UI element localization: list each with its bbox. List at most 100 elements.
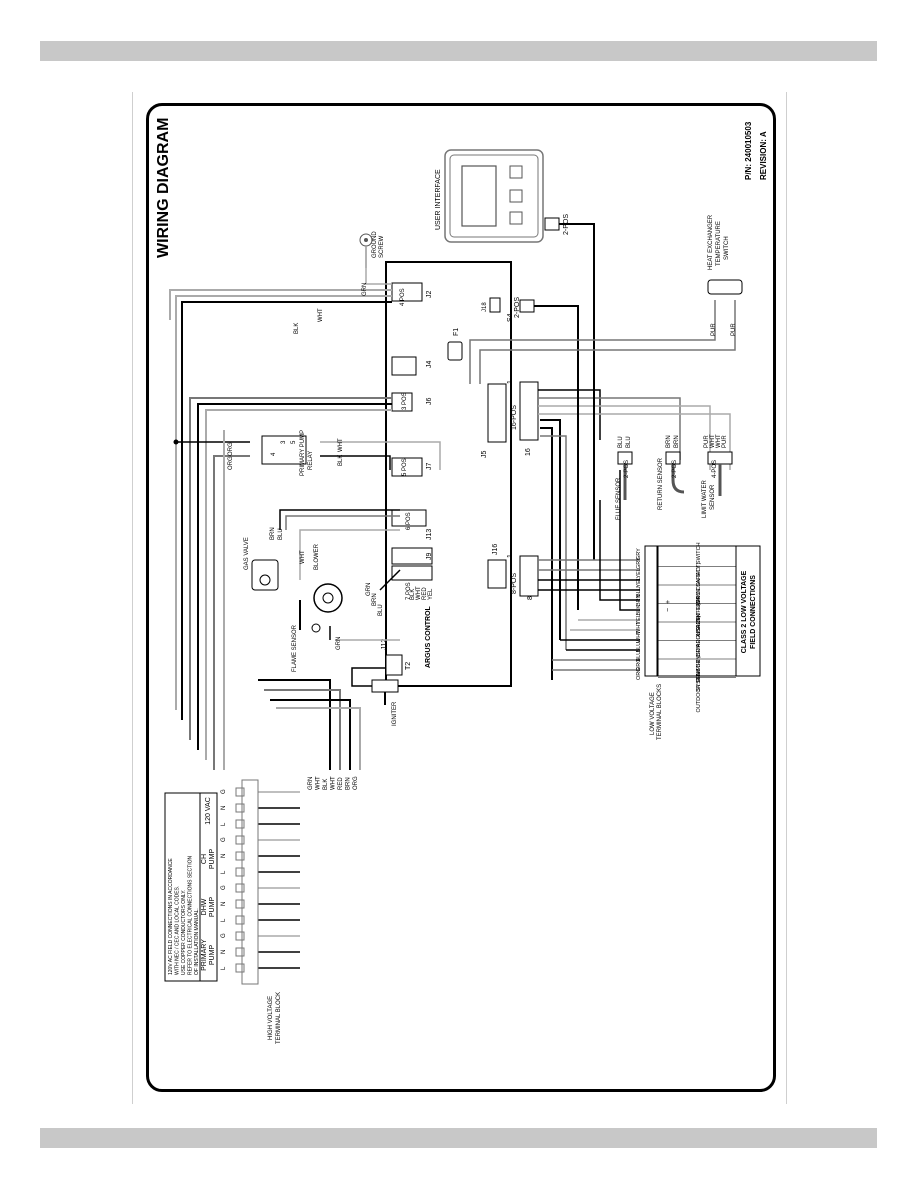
limit-sensor-label: LIMIT WATER: [702, 479, 708, 518]
hv-notice-line: USE COPPER CONDUCTORS ONLY.: [181, 890, 187, 975]
field-row-label: USER INTERFACE: [696, 588, 702, 636]
argus-sign: +: [665, 600, 672, 604]
wire-label: WHT: [716, 434, 722, 448]
wire-label: ORG: [228, 442, 234, 456]
hv-wire-label: RED: [338, 777, 344, 790]
hx-switch-label: TEMPERATURE: [716, 221, 722, 266]
connector-label: J13: [426, 529, 433, 540]
connector-label: 2-POS: [672, 460, 678, 478]
hv-wire-label: GRN: [308, 777, 314, 790]
connector-label: J16: [492, 544, 499, 555]
gas-valve: GAS VALVE: [244, 537, 279, 591]
wire-label: BLU: [626, 436, 632, 448]
ground-screw-label: SCREW: [379, 235, 385, 258]
field-wire-label: BLU: [636, 586, 642, 597]
connector-label: 7 POS: [406, 582, 412, 600]
lv-block-label: TERMINAL BLOCKS: [657, 684, 663, 740]
hv-terminal-label: G: [221, 933, 227, 938]
hv-terminal-screw: [235, 787, 245, 797]
relay-pin-label: 4: [271, 452, 277, 456]
user-interface: USER INTERFACE 2-POS: [435, 149, 570, 243]
wire-label: WHT: [318, 308, 324, 322]
argus-control-label: ARGUS CONTROL: [425, 605, 432, 668]
hv-wire-label: WHT: [331, 776, 337, 790]
wire-label: BLK: [410, 589, 416, 600]
wire-label: PUR: [711, 323, 717, 336]
connector-label: 4 POS: [400, 288, 406, 306]
gas-valve-label: GAS VALVE: [244, 537, 250, 570]
wire-labels: GRN WHT BLK ORG ORG WHT BLK BRN BLU WHT …: [228, 283, 737, 650]
hv-notice-line: REFER TO ELECTRICAL CONNECTIONS SECTION: [188, 856, 194, 975]
connector-8pos: 8-POS 1 8: [507, 554, 539, 600]
flame-sensor-label: FLAME SENSOR: [292, 624, 298, 672]
page-margin-line: [786, 92, 787, 1104]
hv-terminal-screw: [235, 867, 245, 877]
wire-label: YEL: [428, 588, 434, 600]
connector-label: J5: [481, 451, 488, 459]
connector-label: 8: [527, 596, 534, 600]
heat-exchanger-switch: HEAT EXCHANGER TEMPERATURE SWITCH: [707, 214, 743, 295]
hv-terminal-screw: [235, 915, 245, 925]
connector-label: 2-POS: [624, 460, 630, 478]
connector-label: 1: [507, 554, 514, 558]
fuse-label: F1: [453, 328, 460, 336]
hv-terminal-screw: [235, 835, 245, 845]
footer-bar: [40, 1128, 877, 1148]
field-row-label: DHW T-T (DRY CONTACT): [696, 615, 702, 682]
argus-sign: −: [665, 608, 672, 612]
hv-terminal-screw: [235, 963, 245, 973]
hv-terminal-screw: [235, 819, 245, 829]
relay-pin-label: 3: [281, 440, 287, 444]
wire-label: PUR: [731, 323, 737, 336]
field-wire-label: GRY: [636, 548, 642, 560]
field-wire-label: WHT: [636, 630, 642, 643]
field-wire-label: YEL: [636, 614, 642, 624]
igniter: IGNITER: [371, 679, 399, 726]
field-row-label: OUTDOOR SENSOR: [696, 660, 702, 713]
connector-label: 5 POS: [402, 458, 408, 476]
connector-label: 8-POS: [511, 573, 518, 594]
field-row-label: ARGUS LINK: [696, 614, 702, 648]
connector-label: T2: [405, 662, 412, 670]
wire-label: BLK: [338, 455, 344, 466]
hv-terminal-screw: [235, 851, 245, 861]
connector-label: 2-POS: [514, 297, 521, 318]
field-title: FIELD CONNECTIONS: [750, 575, 757, 649]
connector-label: J2: [426, 291, 433, 299]
hv-terminal-label: L: [221, 822, 227, 826]
field-wire-label: WHT: [636, 621, 642, 634]
revision-label: REVISION: A: [759, 131, 768, 180]
wire-label: PUR: [722, 435, 728, 448]
primary-pump-relay: 4 3 5 PRIMARY PUMP RELAY: [173, 430, 314, 476]
flame-sensor: FLAME SENSOR: [292, 600, 321, 672]
wire-label: BRN: [270, 527, 276, 540]
connector-label: 6 POS: [406, 512, 412, 530]
hv-terminal-label: N: [221, 950, 227, 954]
ground-screw: GROUND SCREW: [359, 231, 385, 268]
connector-label: J12: [381, 639, 388, 650]
connector-label: 3 POS: [402, 392, 408, 410]
wire-label: ORG: [228, 456, 234, 470]
argus-control-board: J2 4 POS J18 S4 F1 J4 J6 3 POS J5 J7 5 P…: [381, 261, 514, 687]
hv-block-label: TERMINAL BLOCK: [276, 992, 282, 1044]
wire-label: BLU: [618, 436, 624, 448]
hv-terminal-label: L: [221, 918, 227, 922]
hv-group-label: PRIMARY: [201, 939, 208, 971]
wire-label: BRN: [666, 435, 672, 448]
connector-label: 1: [507, 380, 514, 384]
wire-label: GRN: [362, 283, 368, 296]
hv-wire-label: ORG: [353, 776, 359, 790]
hv-terminal-label: N: [221, 902, 227, 906]
diagram-frame: [146, 103, 776, 1092]
lv-block-label: LOW VOLTAGE: [650, 692, 656, 735]
connector-label: J4: [426, 361, 433, 369]
low-voltage-field-table: CLASS 2 LOW VOLTAGE FIELD CONNECTIONS LW…: [636, 542, 761, 740]
diagram-title: WIRING DIAGRAM: [155, 118, 172, 258]
connector-label: J18: [482, 302, 488, 312]
hv-terminal-screw: [235, 931, 245, 941]
wire-label: BLU: [378, 604, 384, 616]
